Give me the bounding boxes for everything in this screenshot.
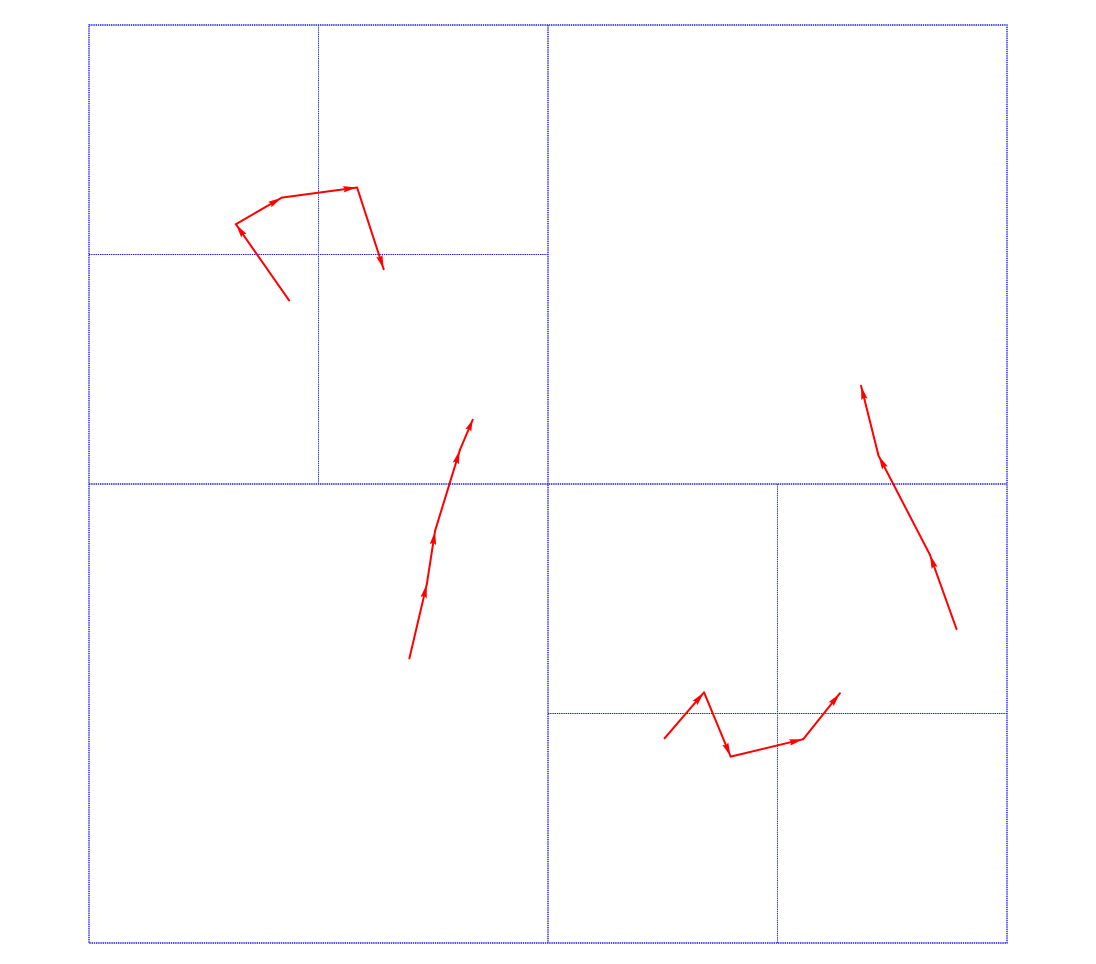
- arrow-head: [235, 224, 247, 238]
- arrow-head: [828, 693, 840, 707]
- arrow-head: [692, 692, 705, 706]
- arrow-head: [342, 186, 358, 193]
- arrow-head: [878, 455, 888, 470]
- trajectory-path-b: [408, 418, 474, 660]
- trajectory-arrows: [234, 186, 958, 758]
- arrow-head: [376, 254, 384, 270]
- arrow-head: [788, 739, 804, 746]
- arrow-head: [722, 742, 731, 757]
- arrow-segment: [729, 738, 805, 758]
- trajectory-path-d: [663, 691, 841, 758]
- arrow-segment: [234, 223, 291, 302]
- arrow-segment: [434, 449, 461, 532]
- trajectory-path-c: [860, 384, 958, 631]
- arrow-head: [452, 450, 460, 465]
- arrow-head: [465, 419, 473, 432]
- arrow-head: [268, 197, 282, 208]
- arrow-head: [929, 554, 938, 569]
- quadtree-grid: [88, 24, 1008, 944]
- arrow-head: [861, 385, 868, 401]
- arrow-segment: [408, 583, 428, 660]
- arrow-head: [429, 530, 437, 546]
- arrow-segment: [356, 186, 385, 271]
- arrow-segment: [928, 553, 958, 631]
- trajectory-path-a: [234, 186, 385, 302]
- arrow-segment: [280, 186, 359, 199]
- arrow-head: [420, 584, 427, 599]
- arrow-segment: [877, 454, 931, 556]
